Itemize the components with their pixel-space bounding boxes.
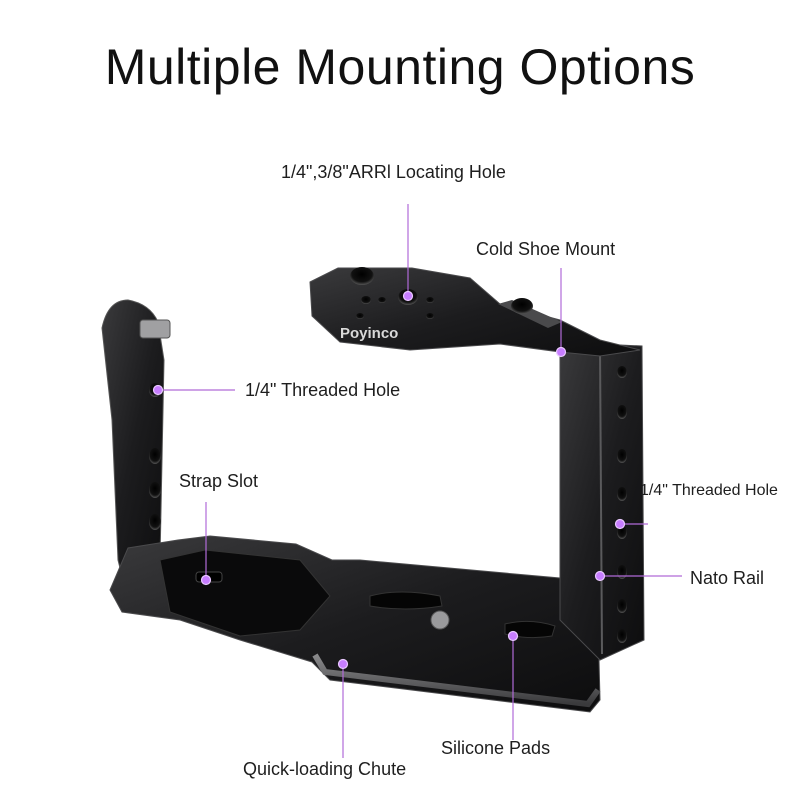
brand-logo: Poyinco bbox=[340, 325, 398, 342]
marker-cold-shoe bbox=[555, 346, 567, 358]
label-silicone-pads: Silicone Pads bbox=[441, 738, 551, 758]
page-title: Multiple Mounting Options bbox=[104, 39, 696, 95]
marker-nato-rail bbox=[594, 570, 606, 582]
label-nato-rail: Nato Rail bbox=[690, 568, 765, 588]
handle-screw bbox=[139, 319, 171, 339]
label-threaded-hole-right: 1/4" Threaded Hole bbox=[640, 482, 778, 499]
marker-quick-loading bbox=[337, 658, 349, 670]
marker-threaded-left bbox=[152, 384, 164, 396]
label-threaded-hole-left: 1/4" Threaded Hole bbox=[245, 380, 401, 400]
tripod-screw bbox=[430, 610, 450, 630]
marker-silicone-pads bbox=[507, 630, 519, 642]
label-quick-loading-chute: Quick-loading Chute bbox=[243, 759, 407, 779]
silicone-pad-1 bbox=[369, 591, 443, 610]
callout-markers bbox=[152, 290, 626, 670]
label-cold-shoe-mount: Cold Shoe Mount bbox=[476, 239, 616, 259]
top-plate bbox=[309, 267, 641, 357]
marker-threaded-right bbox=[614, 518, 626, 530]
label-arri-locating-hole: 1/4",3/8"ARRl Locating Hole bbox=[281, 162, 506, 182]
marker-strap-slot bbox=[200, 574, 212, 586]
marker-arri-hole bbox=[402, 290, 414, 302]
label-strap-slot: Strap Slot bbox=[179, 471, 259, 491]
